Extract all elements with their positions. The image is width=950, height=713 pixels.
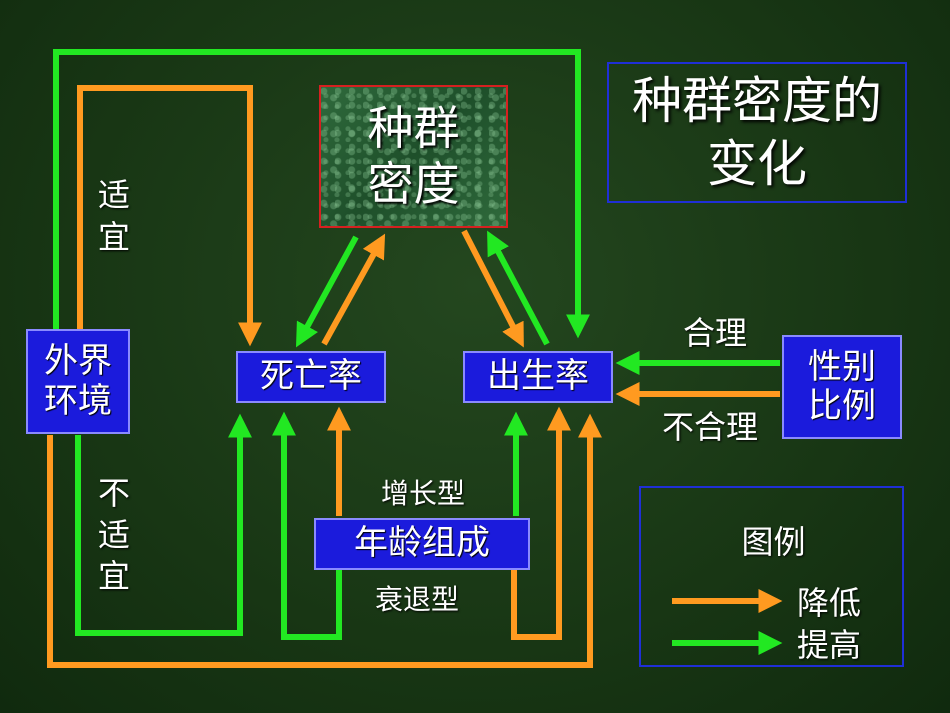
legend-box: 图例 降低 提高: [639, 486, 904, 667]
arrow-env-to-birth-decrease: [47, 413, 602, 668]
arrow-birth-to-density-increase: [487, 230, 550, 346]
arrow-density-to-birth-decrease: [461, 229, 524, 348]
unsuitable-label: 不适宜: [97, 474, 130, 596]
environment-label: 外界环境: [44, 341, 112, 421]
birth-rate-label: 出生率: [487, 356, 589, 397]
legend-increase-label: 提高: [796, 626, 861, 664]
suitable-label: 适宜: [97, 176, 130, 256]
legend-title: 图例: [741, 523, 806, 561]
arrow-age-to-death-increase: [272, 411, 342, 640]
arrow-env-to-death-increase: [75, 413, 252, 636]
legend-decrease-label: 降低: [796, 584, 861, 622]
death-rate-node: 死亡率: [236, 351, 386, 403]
slide-title: 种群密度的变化: [607, 62, 907, 203]
arrow-density-to-death-increase: [295, 235, 359, 348]
arrow-env-to-death-decrease: [77, 85, 262, 347]
birth-rate-node: 出生率: [463, 351, 613, 403]
population-density-label: 种群密度: [367, 101, 460, 211]
reasonable-label: 合理: [682, 314, 747, 352]
age-structure-node: 年龄组成: [314, 518, 530, 570]
sex-ratio-node: 性别比例: [782, 335, 902, 439]
unreasonable-label: 不合理: [661, 408, 758, 446]
age-structure-label: 年龄组成: [354, 523, 490, 564]
decline-type-label: 衰退型: [374, 583, 459, 616]
population-density-node: 种群密度: [319, 85, 508, 228]
arrow-env-to-birth-increase: [53, 49, 590, 339]
growth-type-label: 增长型: [380, 477, 465, 510]
environment-node: 外界环境: [26, 329, 130, 434]
death-rate-label: 死亡率: [260, 356, 362, 397]
arrow-death-to-density-decrease: [321, 233, 386, 346]
slide-title-text: 种群密度的变化: [632, 72, 882, 193]
arrow-age-to-birth-decrease: [511, 406, 571, 640]
sex-ratio-label: 性别比例: [808, 346, 876, 426]
